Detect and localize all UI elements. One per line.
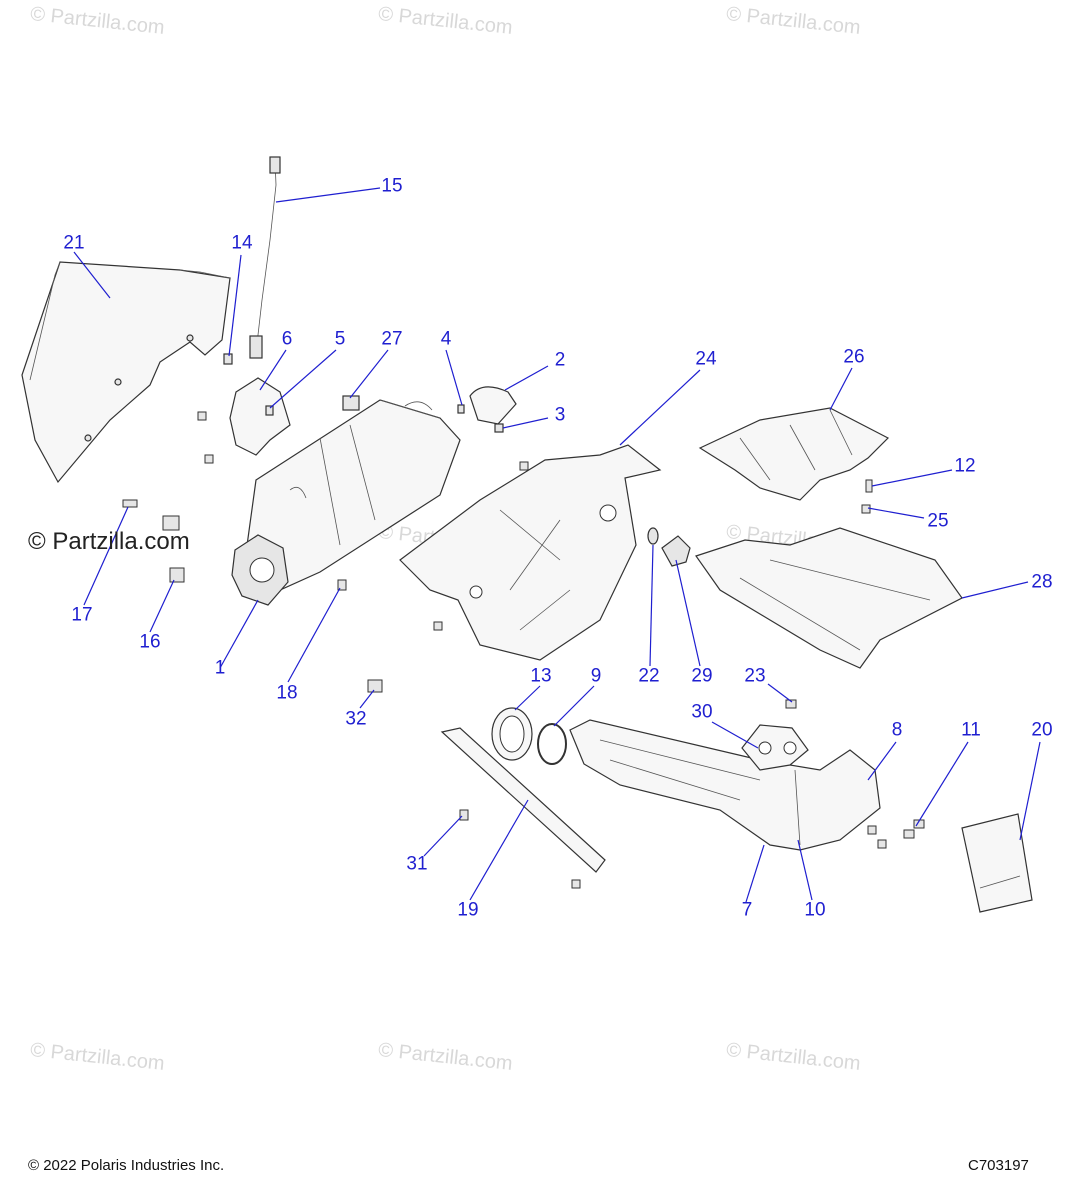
part-19-heat-strip <box>440 727 606 873</box>
part-24-heat-shield <box>399 444 662 661</box>
callout-17[interactable]: 17 <box>71 604 93 626</box>
callout-13[interactable]: 13 <box>530 665 552 687</box>
callout-27[interactable]: 27 <box>381 328 403 350</box>
part-2-tailpipe-tip <box>469 386 517 425</box>
callout-25[interactable]: 25 <box>927 510 949 532</box>
callout-1[interactable]: 1 <box>214 657 226 679</box>
callout-16[interactable]: 16 <box>139 631 161 653</box>
callout-31[interactable]: 31 <box>406 853 428 875</box>
part-21-heat-shield <box>21 261 231 484</box>
callout-7[interactable]: 7 <box>741 899 753 921</box>
part-20-plate <box>961 813 1033 913</box>
callout-29[interactable]: 29 <box>691 665 713 687</box>
callout-18[interactable]: 18 <box>276 682 298 704</box>
part-15-oxygen-sensor <box>254 159 277 356</box>
watermark-mark: © <box>28 528 46 555</box>
callout-20[interactable]: 20 <box>1031 719 1053 741</box>
part-7-header-pipe <box>569 719 881 851</box>
part-26-heat-shield <box>698 407 890 501</box>
watermark-text: Partzilla.com <box>52 528 190 555</box>
callout-14[interactable]: 14 <box>231 232 253 254</box>
partzilla-logo-watermark: © Partzilla.com <box>28 528 190 556</box>
callout-15[interactable]: 15 <box>381 175 403 197</box>
callout-9[interactable]: 9 <box>590 665 602 687</box>
callout-10[interactable]: 10 <box>804 899 826 921</box>
callout-23[interactable]: 23 <box>744 665 766 687</box>
callout-2[interactable]: 2 <box>554 349 566 371</box>
diagram-code: C703197 <box>968 1157 1029 1174</box>
callout-6[interactable]: 6 <box>281 328 293 350</box>
callout-30[interactable]: 30 <box>691 701 713 723</box>
fasteners <box>122 411 925 889</box>
part-9-clamp <box>537 723 567 765</box>
leader-lines <box>73 187 1041 903</box>
part-29-bumper <box>661 535 691 567</box>
callout-21[interactable]: 21 <box>63 232 85 254</box>
callout-12[interactable]: 12 <box>954 455 976 477</box>
callout-28[interactable]: 28 <box>1031 571 1053 593</box>
callout-3[interactable]: 3 <box>554 404 566 426</box>
part-30-gasket <box>741 724 809 771</box>
callout-26[interactable]: 26 <box>843 346 865 368</box>
callout-4[interactable]: 4 <box>440 328 452 350</box>
copyright-footer: © 2022 Polaris Industries Inc. <box>28 1157 225 1174</box>
part-14-bolt <box>223 353 233 365</box>
callout-32[interactable]: 32 <box>345 708 367 730</box>
callout-19[interactable]: 19 <box>457 899 479 921</box>
callout-24[interactable]: 24 <box>695 348 717 370</box>
callout-8[interactable]: 8 <box>891 719 903 741</box>
part-28-heat-shield <box>695 527 963 669</box>
callout-11[interactable]: 11 <box>961 719 981 741</box>
callout-22[interactable]: 22 <box>638 665 660 687</box>
part-22-grommet <box>647 527 659 545</box>
callout-5[interactable]: 5 <box>334 328 346 350</box>
